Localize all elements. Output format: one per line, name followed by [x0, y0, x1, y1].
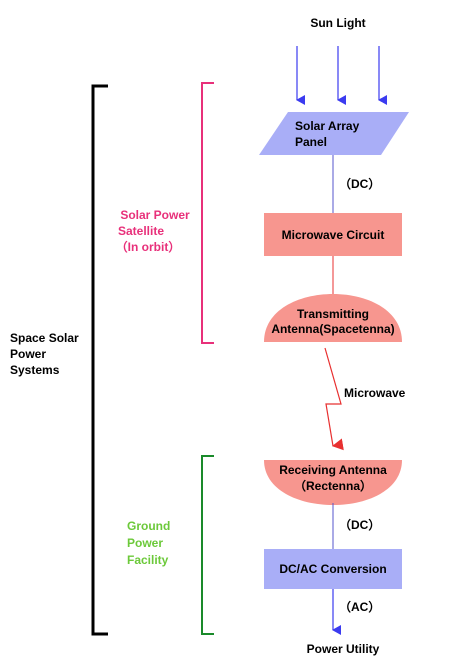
space-solar-label-2: Power: [10, 347, 46, 361]
microwave-circuit-box: [264, 213, 402, 256]
transmitting-antenna-label-1: Transmitting: [297, 307, 369, 321]
sun-light-label: Sun Light: [310, 16, 365, 30]
receiving-antenna-shape: [264, 460, 402, 505]
dc-label-2: （DC）: [339, 517, 380, 532]
solar-array-panel-shape: [259, 112, 409, 155]
dcac-conversion-label: DC/AC Conversion: [279, 562, 386, 576]
transmitting-antenna-label-2: Antenna(Spacetenna): [271, 322, 394, 336]
solar-array-panel-label-1: Solar Array: [295, 119, 360, 133]
ground-label-2: Power: [127, 536, 163, 550]
space-solar-label-1: Space Solar: [10, 331, 79, 345]
space-solar-label-3: Systems: [10, 363, 60, 377]
microwave-label: Microwave: [344, 386, 406, 400]
ground-bracket: [201, 455, 214, 635]
satellite-label-3: （In orbit）: [116, 239, 181, 254]
solar-array-panel-label-2: Panel: [295, 135, 327, 149]
ground-label-1: Ground: [127, 519, 170, 533]
satellite-label-1: Solar Power: [120, 208, 190, 222]
receiving-antenna-label-1: Receiving Antenna: [279, 463, 387, 477]
power-utility-label: Power Utility: [307, 642, 380, 656]
dcac-conversion-box: [264, 549, 402, 589]
microwave-circuit-label: Microwave Circuit: [282, 228, 385, 242]
dc-label-1: （DC）: [339, 176, 380, 191]
microwave-beam-arrow: [324, 347, 344, 451]
satellite-bracket: [201, 82, 214, 344]
receiving-antenna-label-2: （Rectenna）: [294, 478, 372, 493]
transmitting-antenna-shape: [264, 294, 402, 342]
satellite-label-2: Satellite: [118, 224, 164, 238]
space-solar-bracket: [91, 84, 108, 636]
ground-label-3: Facility: [127, 553, 169, 567]
ac-label: （AC）: [339, 599, 380, 614]
